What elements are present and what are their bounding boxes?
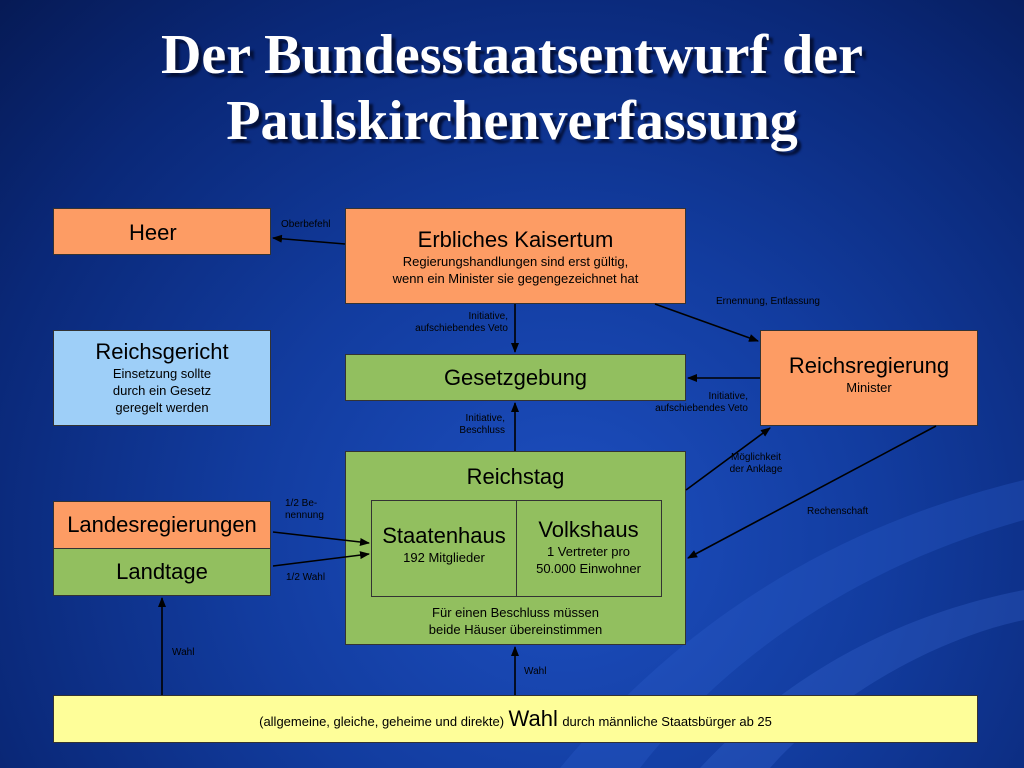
reichsregierung-title: Reichsregierung: [788, 353, 950, 378]
arrow-reichstag-reichsregierung: [685, 427, 771, 491]
label-benennung-b: nennung: [285, 510, 324, 521]
landtage-title: Landtage: [116, 559, 208, 584]
kaisertum-line-1: Regierungshandlungen sind erst gültig,: [402, 254, 629, 269]
label-initiative-veto-regierung-b: aufschiebendes Veto: [655, 403, 748, 414]
label-benennung: 1/2 Be- nennung: [285, 498, 324, 522]
houses-frame: Staatenhaus 192 Mitglieder Volkshaus 1 V…: [371, 500, 662, 597]
label-benennung-a: 1/2 Be-: [285, 498, 318, 509]
wahl-post: durch männliche Staatsbürger ab 25: [562, 714, 772, 729]
reichsregierung-box: Reichsregierung Minister: [760, 330, 978, 426]
heer-title: Heer: [129, 220, 177, 245]
arrow-kaiser-reichsregierung: [654, 303, 759, 342]
reichstag-footer-2: beide Häuser übereinstimmen: [428, 622, 603, 637]
reichsgericht-line-3: geregelt werden: [115, 400, 209, 415]
reichsgericht-line-1: Einsetzung sollte: [112, 366, 212, 381]
label-initiative-veto-kaiser-b: aufschiebendes Veto: [415, 323, 508, 334]
label-anklage-b: der Anklage: [729, 464, 783, 475]
label-initiative-veto-regierung-a: Initiative,: [708, 391, 748, 402]
label-initiative-beschluss-b: Beschluss: [459, 425, 505, 436]
volkshaus-section: Volkshaus 1 Vertreter pro 50.000 Einwohn…: [517, 501, 660, 612]
staatenhaus-title: Staatenhaus: [382, 523, 506, 548]
landesregierungen-box: Landesregierungen: [53, 501, 271, 549]
wahl-big: Wahl: [508, 706, 558, 731]
arrow-kaiser-heer: [272, 234, 346, 245]
staatenhaus-section: Staatenhaus 192 Mitglieder: [372, 501, 517, 596]
label-initiative-veto-kaiser-a: Initiative,: [468, 311, 508, 322]
landtage-box: Landtage: [53, 548, 271, 596]
reichsregierung-line-1: Minister: [846, 380, 892, 395]
landesregierungen-title: Landesregierungen: [67, 512, 257, 537]
staatenhaus-line-1: 192 Mitglieder: [403, 550, 485, 565]
arrow-reichsregierung-reichstag: [687, 425, 937, 559]
reichsgericht-line-2: durch ein Gesetz: [112, 383, 212, 398]
wahl-pre: (allgemeine, gleiche, geheime und direkt…: [259, 714, 505, 729]
kaisertum-box: Erbliches Kaisertum Regierungshandlungen…: [345, 208, 686, 304]
label-initiative-veto-regierung: Initiative, aufschiebendes Veto: [630, 391, 748, 415]
reichstag-footer: Für einen Beschluss müssen beide Häuser …: [346, 604, 685, 638]
label-wahl-center: Wahl: [524, 666, 547, 677]
label-anklage: Möglichkeit der Anklage: [718, 452, 794, 476]
volkshaus-line-2: 50.000 Einwohner: [536, 561, 641, 576]
slide-title: Der Bundesstaatsentwurf der Paulskirchen…: [0, 22, 1024, 154]
kaisertum-line-2: wenn ein Minister sie gegengezeichnet ha…: [392, 271, 639, 286]
arrow-landtage-staatenhaus: [272, 551, 370, 567]
reichstag-title: Reichstag: [466, 464, 565, 489]
volkshaus-title: Volkshaus: [538, 517, 639, 542]
label-initiative-beschluss-a: Initiative,: [465, 413, 505, 424]
gesetzgebung-box: Gesetzgebung: [345, 354, 686, 401]
reichsgericht-box: Reichsgericht Einsetzung sollte durch ei…: [53, 330, 271, 426]
arrow-landesregierungen-staatenhaus: [272, 531, 370, 546]
title-line-1: Der Bundesstaatsentwurf der: [160, 24, 864, 86]
label-initiative-veto-kaiser: Initiative, aufschiebendes Veto: [395, 311, 508, 335]
label-ernennung: Ernennung, Entlassung: [716, 296, 820, 307]
volkshaus-line-1: 1 Vertreter pro: [546, 544, 631, 559]
label-rechenschaft: Rechenschaft: [807, 506, 869, 517]
heer-box: Heer: [53, 208, 271, 255]
label-anklage-a: Möglichkeit: [730, 452, 782, 463]
reichstag-box: Reichstag Staatenhaus 192 Mitglieder Vol…: [345, 451, 686, 645]
label-initiative-beschluss: Initiative, Beschluss: [430, 413, 505, 437]
gesetzgebung-title: Gesetzgebung: [443, 365, 588, 390]
label-halb-wahl: 1/2 Wahl: [286, 572, 326, 583]
wahl-box: (allgemeine, gleiche, geheime und direkt…: [53, 695, 978, 743]
title-line-2: Paulskirchenverfassung: [226, 90, 798, 152]
reichstag-footer-1: Für einen Beschluss müssen: [432, 605, 599, 620]
label-oberbefehl: Oberbefehl: [281, 219, 331, 230]
reichsgericht-title: Reichsgericht: [95, 339, 229, 364]
label-wahl-left: Wahl: [172, 647, 195, 658]
kaisertum-title: Erbliches Kaisertum: [417, 227, 614, 252]
